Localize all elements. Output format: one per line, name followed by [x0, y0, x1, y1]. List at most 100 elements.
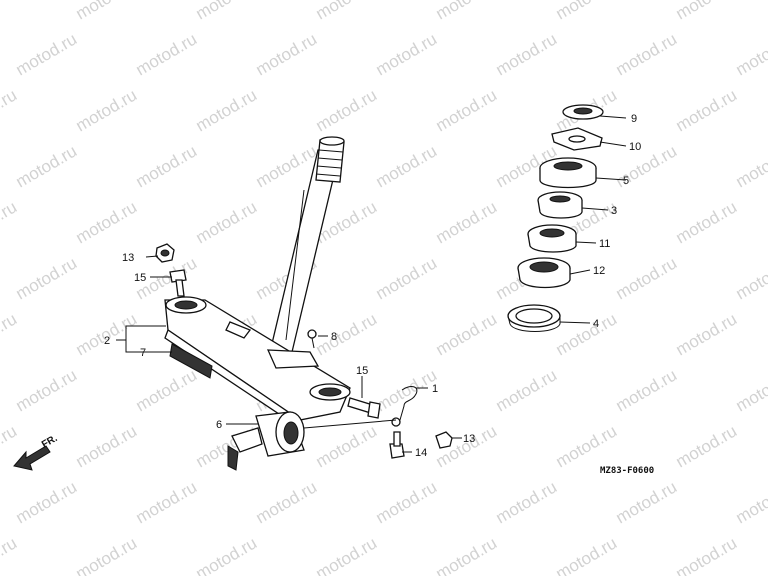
watermark-text: motod.ru: [433, 533, 501, 576]
watermark-text: motod.ru: [493, 29, 561, 79]
callout-10: 10: [629, 141, 641, 153]
watermark-text: motod.ru: [733, 141, 768, 191]
watermark-text: motod.ru: [373, 253, 441, 303]
callout-4: 4: [593, 318, 599, 330]
nut-part-upper: [155, 243, 175, 263]
watermark-text: motod.ru: [553, 0, 621, 23]
watermark-text: motod.ru: [73, 0, 141, 23]
watermark-text: motod.ru: [433, 309, 501, 359]
watermark-text: motod.ru: [13, 365, 81, 415]
watermark-text: motod.ru: [433, 197, 501, 247]
callout-labels: 9 10 5 3 11 12 4 13 15 2 7 8 15 1 6 14 1…: [104, 113, 641, 459]
watermark-text: motod.ru: [493, 365, 561, 415]
watermark-text: motod.ru: [0, 0, 20, 23]
callout-5: 5: [623, 175, 629, 187]
steering-lock-part: [227, 411, 305, 471]
watermark-text: motod.ru: [313, 0, 381, 23]
front-direction-indicator: FR.: [13, 433, 60, 471]
front-arrow-icon: [13, 445, 51, 471]
watermark-text: motod.ru: [13, 141, 81, 191]
watermark-text: motod.ru: [73, 533, 141, 576]
watermark-text: motod.ru: [73, 197, 141, 247]
watermark-text: motod.ru: [0, 85, 20, 135]
ball-bearing-part-11: [527, 224, 577, 253]
watermark-text: motod.ru: [193, 0, 261, 23]
lock-nut-part-9: [562, 104, 604, 120]
watermark-text: motod.ru: [73, 85, 141, 135]
watermark-text: motod.ru: [613, 477, 681, 527]
watermark-text: motod.ru: [313, 533, 381, 576]
watermark-text: motod.ru: [133, 477, 201, 527]
watermark-text: motod.ru: [553, 533, 621, 576]
diagram-code: MZ83-F0600: [600, 466, 654, 476]
callout-13-upper: 13: [122, 252, 134, 264]
watermark-text: motod.ru: [373, 365, 441, 415]
watermark-text: motod.ru: [73, 421, 141, 471]
watermark-text: motod.ru: [733, 477, 768, 527]
watermark-text: motod.ru: [0, 197, 20, 247]
watermark-text: motod.ru: [0, 533, 20, 576]
callout-11: 11: [599, 238, 610, 250]
watermark-text: motod.ru: [13, 477, 81, 527]
watermark-text: motod.ru: [133, 365, 201, 415]
watermark-text: motod.ru: [673, 421, 741, 471]
watermark-text: motod.ru: [673, 85, 741, 135]
watermark-text: motod.ru: [673, 309, 741, 359]
callout-2: 2: [104, 335, 110, 347]
front-direction-label: FR.: [40, 433, 60, 451]
callout-13-lower: 13: [463, 433, 475, 445]
callout-12: 12: [593, 265, 605, 277]
watermark-text: motod.ru: [253, 477, 321, 527]
callout-14: 14: [415, 447, 427, 459]
watermark-text: motod.ru: [553, 309, 621, 359]
adjusting-nut-part-5: [539, 157, 597, 189]
watermark-text: motod.ru: [673, 197, 741, 247]
watermark-text: motod.ru: [193, 533, 261, 576]
callout-6: 6: [216, 419, 222, 431]
dust-seal-part-4: [507, 304, 561, 332]
leader-lines: [116, 115, 627, 453]
lower-race-part-12: [517, 257, 571, 289]
watermark-text: motod.ru: [433, 85, 501, 135]
watermark-text: motod.ru: [733, 365, 768, 415]
watermark-text: motod.ru: [373, 29, 441, 79]
screw-part: [307, 329, 317, 349]
watermark-text: motod.ru: [13, 29, 81, 79]
watermark-text: motod.ru: [493, 477, 561, 527]
upper-race-part-3: [537, 191, 583, 219]
callout-15-lower: 15: [356, 365, 368, 377]
watermark-text: motod.ru: [313, 85, 381, 135]
watermark-text: motod.ru: [193, 85, 261, 135]
callout-7: 7: [140, 347, 146, 359]
callout-9: 9: [631, 113, 637, 125]
watermark-text: motod.ru: [13, 253, 81, 303]
watermark-text: motod.ru: [313, 421, 381, 471]
bolt-part-upper: [169, 269, 187, 297]
watermark-text: motod.ru: [133, 29, 201, 79]
watermark-text: motod.ru: [313, 309, 381, 359]
watermark-text: motod.ru: [0, 309, 20, 359]
watermark-text: motod.ru: [673, 533, 741, 576]
watermark-text: motod.ru: [613, 253, 681, 303]
watermark-text: motod.ru: [613, 365, 681, 415]
cap-nut-part-lower: [435, 431, 453, 449]
bolt-part-lower: [347, 397, 381, 419]
watermark-text: motod.ru: [553, 421, 621, 471]
watermark-text: motod.ru: [733, 253, 768, 303]
watermark-text: motod.ru: [373, 477, 441, 527]
watermark-text: motod.ru: [733, 29, 768, 79]
watermark-text: motod.ru: [193, 197, 261, 247]
watermark-text: motod.ru: [673, 0, 741, 23]
watermark-text: motod.ru: [253, 29, 321, 79]
flange-bolt-part: [389, 431, 405, 459]
callout-15-upper: 15: [134, 272, 146, 284]
lock-washer-part-10: [551, 127, 603, 151]
callout-8: 8: [331, 331, 337, 343]
watermark-text: motod.ru: [133, 141, 201, 191]
bearing-stack: [507, 104, 604, 332]
watermark-text: motod.ru: [373, 141, 441, 191]
callout-3: 3: [611, 205, 617, 217]
steering-bottom-bridge-part: [164, 296, 351, 430]
